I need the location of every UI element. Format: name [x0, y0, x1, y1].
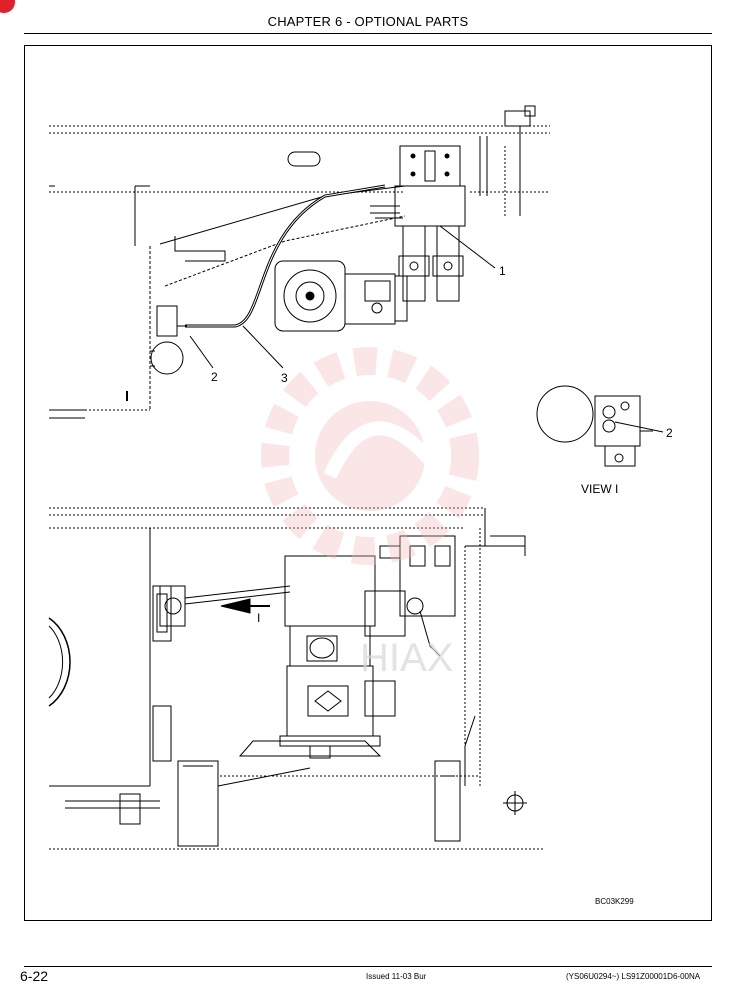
issued-date: Issued 11-03 Bur [366, 972, 427, 981]
support-block [177, 760, 219, 847]
hydraulic-pump-upper [274, 260, 408, 332]
solenoid-valve-1 [370, 145, 466, 302]
technical-drawing: HIAX 1 2 3 2 VIEW I I BC03K299 [48, 105, 673, 906]
corner-mark-icon [0, 0, 18, 14]
figure-code: BC03K299 [595, 897, 634, 906]
callout-2: 2 [211, 370, 218, 384]
pressure-switch-upper [150, 305, 187, 375]
watermark-gear-icon [261, 347, 479, 565]
leader-line-2 [189, 335, 214, 369]
view-i-detail [536, 385, 664, 467]
arrow-label: I [257, 611, 260, 625]
view-callout-2: 2 [666, 426, 673, 440]
upper-frame-lines [49, 105, 550, 411]
watermark-text: HIAX [360, 636, 453, 680]
footer-rule [24, 966, 712, 967]
document-id: (YS06U0294~) LS91Z00001D6-00NA [566, 972, 701, 981]
view-label: VIEW I [581, 482, 618, 496]
callout-1: 1 [499, 264, 506, 278]
page-title: CHAPTER 6 - OPTIONAL PARTS [267, 14, 469, 29]
callout-3: 3 [281, 371, 288, 385]
slot-outline [287, 151, 321, 167]
leader-line-3 [242, 325, 284, 369]
drawing-frame [24, 45, 712, 921]
arc-outline [48, 617, 71, 707]
header-rule [24, 33, 712, 34]
hydraulic-pump-lower [238, 535, 456, 759]
pressure-switch-lower [159, 585, 291, 627]
page-number: 6-22 [20, 968, 49, 984]
view-arrow [220, 598, 270, 614]
leader-line-1 [439, 225, 496, 269]
lower-frame-lines [49, 507, 545, 850]
